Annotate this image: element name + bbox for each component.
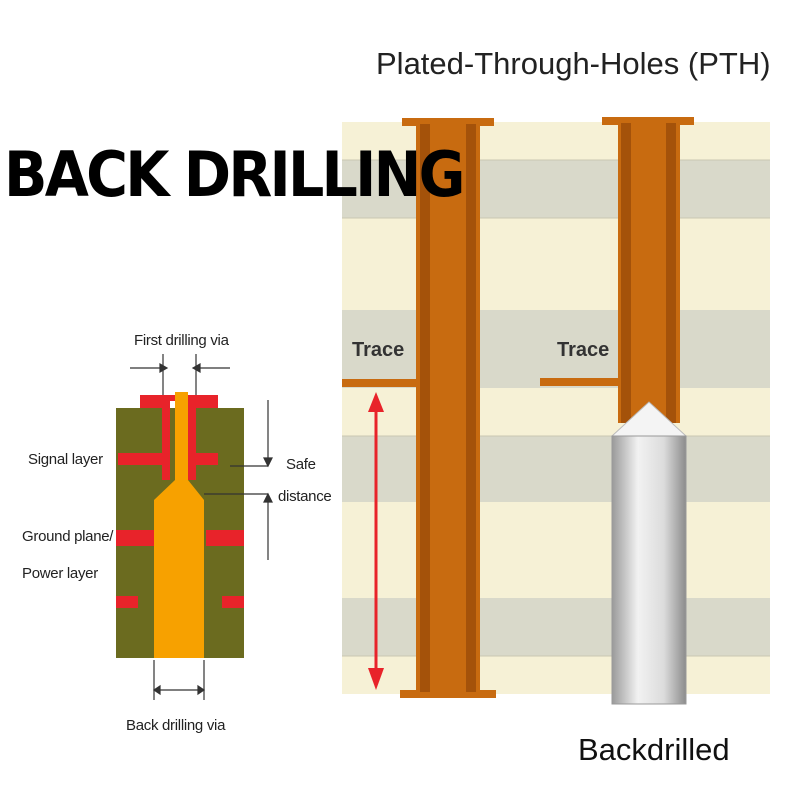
- ground-plane-label: Ground plane/: [22, 528, 114, 545]
- schematic-annotations: [130, 354, 273, 700]
- trace-line-left: [342, 379, 418, 387]
- pcb-layer-gray: [342, 160, 770, 218]
- pcb-layer-gray: [342, 436, 770, 502]
- stub-length-arrow: [368, 392, 384, 690]
- pth-title: Plated-Through-Holes (PTH): [376, 46, 771, 81]
- pcb-layer-gray: [342, 598, 770, 656]
- pth-backdrilled: [602, 117, 694, 423]
- backdrill-hole: [610, 401, 688, 705]
- first-drilling-via-label: First drilling via: [134, 332, 229, 349]
- safe-distance-label-1: Safe: [286, 456, 316, 473]
- via-fill: [154, 392, 204, 658]
- back-drilling-schematic: [116, 392, 244, 658]
- trace-label-left: Trace: [352, 339, 405, 361]
- pth-full: [400, 118, 496, 698]
- main-title: BACK DRILLING: [4, 138, 465, 211]
- power-layer-label: Power layer: [22, 565, 98, 582]
- back-drilling-via-label: Back drilling via: [126, 717, 226, 734]
- pcb-cross-section: [342, 122, 770, 694]
- backdrilled-label: Backdrilled: [578, 732, 730, 767]
- safe-distance-label-2: distance: [278, 488, 332, 505]
- trace-label-right: Trace: [557, 339, 610, 361]
- signal-layer-label: Signal layer: [28, 451, 103, 468]
- trace-line-right: [540, 378, 620, 386]
- pcb-layer-gray: [342, 310, 770, 388]
